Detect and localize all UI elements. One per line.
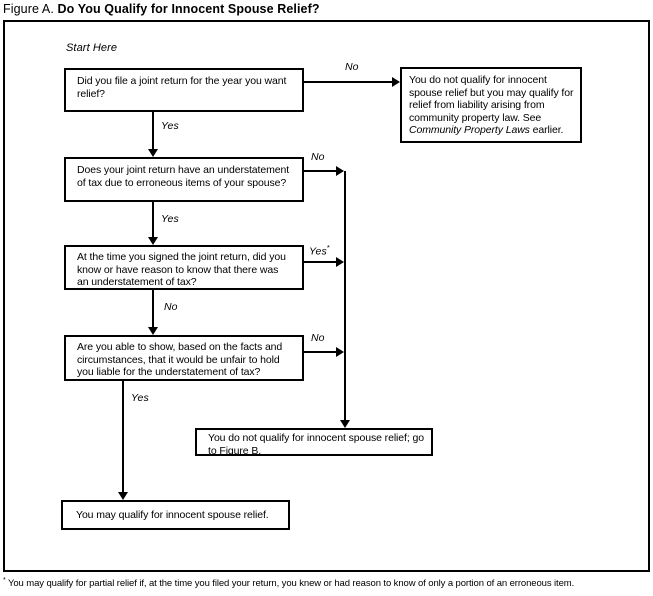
connector-q1-yes: [152, 112, 154, 149]
outcome-may-qualify: You may qualify for innocent spouse reli…: [61, 500, 290, 530]
edge-label-q2-no: No: [311, 151, 325, 163]
question-joint-return: Did you file a joint return for the year…: [64, 68, 304, 112]
figure-heading: Do You Qualify for Innocent Spouse Relie…: [57, 2, 320, 16]
start-here-label: Start Here: [66, 42, 118, 54]
figure-label: Figure A.: [3, 2, 54, 16]
question-unfair: Are you able to show, based on the facts…: [64, 335, 304, 381]
outcome-figure-b: You do not qualify for innocent spouse r…: [195, 428, 433, 457]
arrow-right-icon: [336, 257, 344, 267]
edge-label-q4-no: No: [311, 332, 325, 344]
arrow-down-icon: [340, 420, 350, 428]
question-unfair-text: Are you able to show, based on the facts…: [77, 341, 283, 378]
question-knowledge: At the time you signed the joint return,…: [64, 245, 304, 290]
footnote: * You may qualify for partial relief if,…: [3, 577, 574, 589]
footnote-text: You may qualify for partial relief if, a…: [5, 578, 575, 590]
question-joint-return-text: Did you file a joint return for the year…: [77, 75, 287, 100]
arrow-right-icon: [336, 347, 344, 357]
figure-title: Figure A. Do You Qualify for Innocent Sp…: [3, 2, 320, 16]
arrow-down-icon: [148, 237, 158, 245]
edge-label-q3-yes-text: Yes: [309, 245, 327, 258]
arrow-down-icon: [148, 149, 158, 157]
outcome-may-qualify-text: You may qualify for innocent spouse reli…: [76, 509, 269, 521]
edge-label-q1-no: No: [345, 61, 359, 73]
question-knowledge-text: At the time you signed the joint return,…: [77, 251, 286, 288]
outcome-community-property: You do not qualify for innocent spouse r…: [400, 67, 582, 143]
edge-label-q4-yes: Yes: [131, 392, 149, 404]
connector-collector: [344, 171, 346, 420]
outcome-community-property-text: You do not qualify for innocent spouse r…: [409, 74, 576, 137]
arrow-down-icon: [118, 492, 128, 500]
connector-q3-no: [152, 290, 154, 327]
community-text-italic: Community Property Laws: [409, 124, 530, 136]
connector-q2-no: [304, 170, 336, 172]
question-understatement: Does your joint return have an understat…: [64, 157, 304, 202]
connector-q2-yes: [152, 202, 154, 237]
footnote-marker: *: [3, 577, 6, 584]
arrow-right-icon: [392, 77, 400, 87]
connector-q1-no: [304, 81, 392, 83]
edge-label-q3-no: No: [164, 301, 178, 313]
footnote-marker: *: [326, 243, 330, 252]
connector-q3-yes: [304, 261, 336, 263]
edge-label-q1-yes: Yes: [161, 120, 179, 132]
community-text-after: earlier.: [529, 124, 564, 136]
question-understatement-text: Does your joint return have an understat…: [77, 164, 290, 189]
connector-q4-no: [304, 351, 336, 353]
arrow-down-icon: [148, 327, 158, 335]
connector-q4-yes: [122, 381, 124, 492]
outcome-figure-b-text: You do not qualify for innocent spouse r…: [208, 432, 424, 457]
edge-label-q2-yes: Yes: [161, 213, 179, 225]
arrow-right-icon: [336, 166, 344, 176]
edge-label-q3-yes: Yes*: [309, 243, 330, 258]
community-text-before: You do not qualify for innocent spouse r…: [409, 74, 574, 124]
